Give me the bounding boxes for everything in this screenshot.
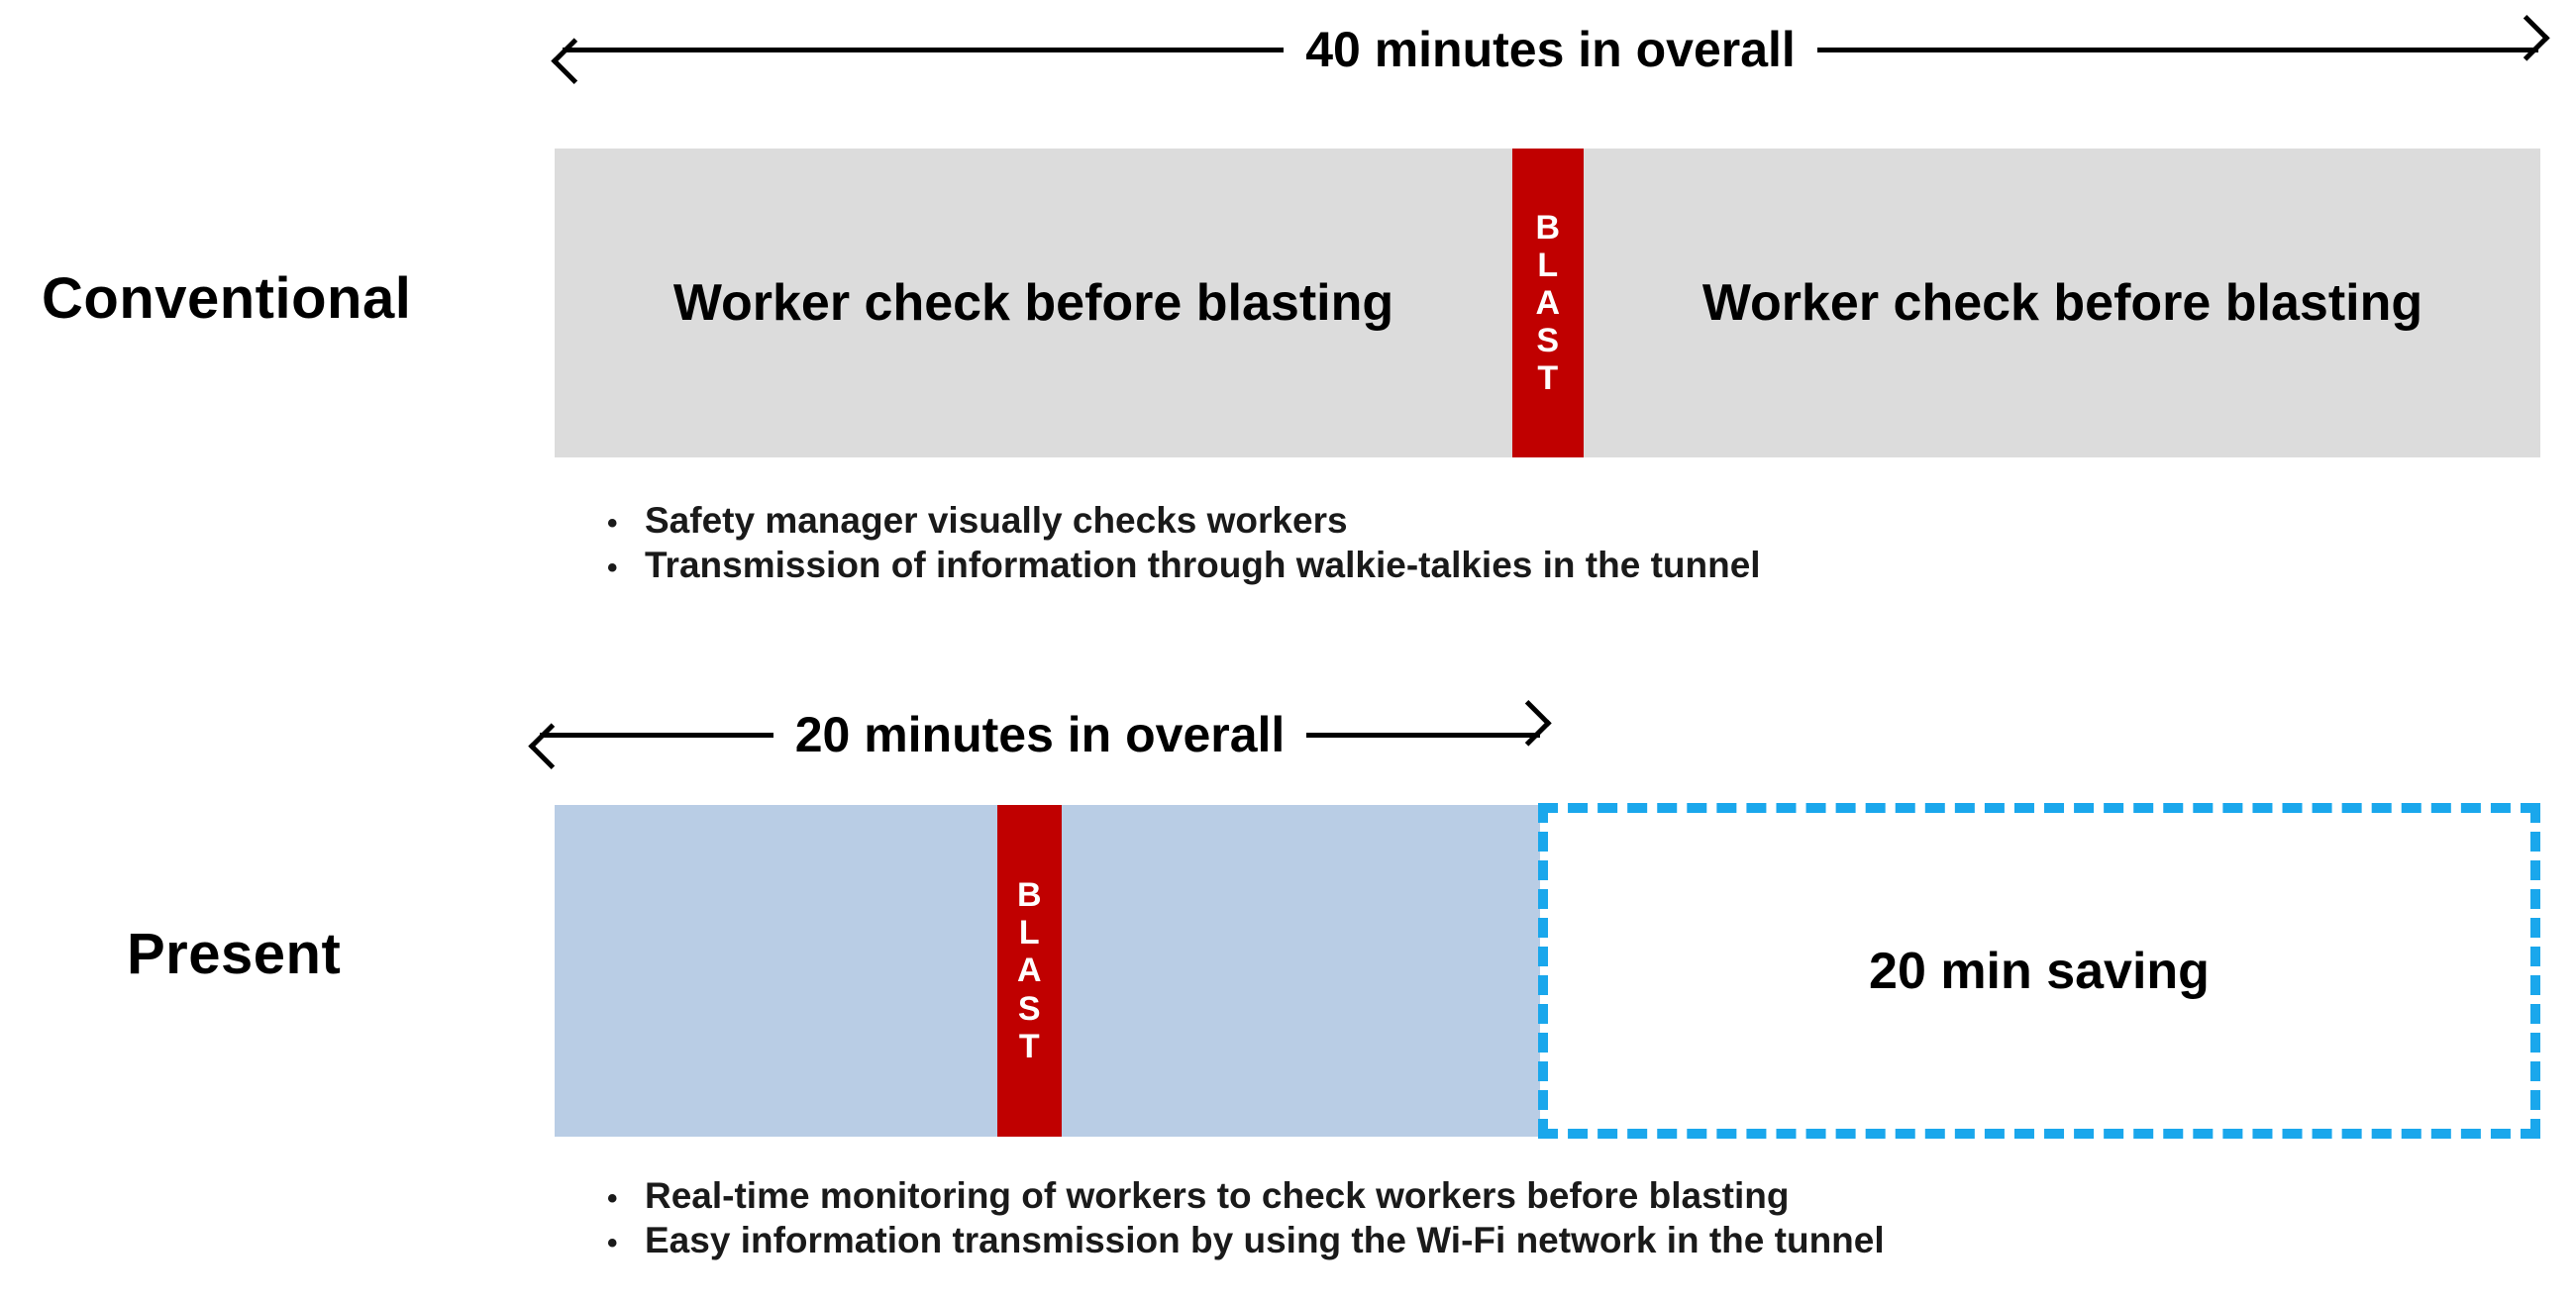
arrow-left-icon xyxy=(563,47,1285,52)
blast-letter: S xyxy=(1536,322,1560,360)
measure-label-conventional: 40 minutes in overall xyxy=(1305,22,1796,77)
blast-letter: L xyxy=(1537,246,1559,284)
blast-block-present: B L A S T xyxy=(997,805,1062,1137)
bullet-dot-icon: • xyxy=(607,552,618,585)
bar-segment-label-conventional-1: Worker check before blasting xyxy=(672,274,1394,332)
blast-letter: S xyxy=(1017,989,1042,1028)
bullet-text: Real-time monitoring of workers to check… xyxy=(645,1175,1790,1216)
bar-segment-label-present-1 xyxy=(555,805,997,1137)
arrow-left-icon xyxy=(540,732,773,738)
blast-letter: T xyxy=(1018,1027,1041,1065)
bullet-dot-icon: • xyxy=(607,507,618,540)
list-item: • Easy information transmission by using… xyxy=(607,1218,1885,1262)
arrow-right-icon xyxy=(1306,732,1541,738)
bullet-dot-icon: • xyxy=(607,1227,618,1260)
row-label-conventional: Conventional xyxy=(42,266,412,331)
list-item: • Safety manager visually checks workers xyxy=(607,498,1761,543)
bar-segment-label-conventional-2: Worker check before blasting xyxy=(1701,274,2423,332)
measure-label-present: 20 minutes in overall xyxy=(794,707,1286,762)
row-label-present: Present xyxy=(127,922,342,986)
bullet-text: Transmission of information through walk… xyxy=(645,545,1761,586)
measure-conventional: 40 minutes in overall xyxy=(563,20,2539,79)
measure-present: 20 minutes in overall xyxy=(540,705,1541,764)
blast-letter: B xyxy=(1535,208,1561,247)
list-item: • Transmission of information through wa… xyxy=(607,543,1761,587)
blast-letter: T xyxy=(1537,359,1559,398)
blast-letters-conventional: B L A S T xyxy=(1535,209,1560,397)
blast-letters-present: B L A S T xyxy=(1017,876,1042,1064)
blast-letter: L xyxy=(1018,914,1041,953)
arrow-right-icon xyxy=(1816,47,2539,52)
blast-block-conventional: B L A S T xyxy=(1512,149,1584,457)
blast-letter: A xyxy=(1016,952,1043,990)
blast-letter: B xyxy=(1016,876,1043,915)
saving-label: 20 min saving xyxy=(1869,942,2210,1000)
blast-letter: A xyxy=(1535,283,1561,322)
bullet-dot-icon: • xyxy=(607,1182,618,1215)
list-item: • Real-time monitoring of workers to che… xyxy=(607,1173,1885,1218)
bullet-text: Easy information transmission by using t… xyxy=(645,1220,1885,1261)
bar-segment-label-present-2 xyxy=(1062,805,1540,1137)
bullet-text: Safety manager visually checks workers xyxy=(645,500,1348,541)
saving-box-present: 20 min saving xyxy=(1538,803,2540,1139)
bullet-list-conventional: • Safety manager visually checks workers… xyxy=(607,498,1761,587)
bullet-list-present: • Real-time monitoring of workers to che… xyxy=(607,1173,1885,1262)
